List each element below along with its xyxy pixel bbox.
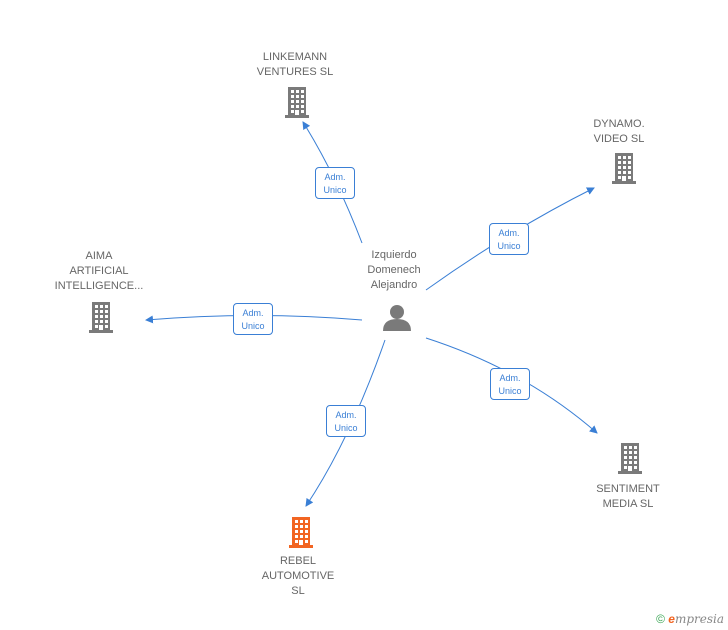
relation-label-aima[interactable]: Adm. Unico <box>233 303 273 335</box>
relation-label-line: Adm. <box>242 308 264 318</box>
relation-label-linkemann[interactable]: Adm. Unico <box>315 167 355 199</box>
company-label-dynamo[interactable]: DYNAMO. VIDEO SL <box>593 117 644 147</box>
company-label-aima[interactable]: AIMA ARTIFICIAL INTELLIGENCE... <box>55 249 144 294</box>
relation-label-line: Adm. <box>324 172 346 182</box>
company-label-aima-line: ARTIFICIAL <box>69 265 129 277</box>
relation-label-line: Adm. <box>498 228 520 238</box>
company-label-rebel-line: AUTOMOTIVE <box>261 570 335 582</box>
relation-label-line: Adm. <box>335 410 357 420</box>
building-icon-aima[interactable] <box>89 302 113 333</box>
company-label-dynamo-line: DYNAMO. <box>593 118 645 130</box>
relation-label-line: Unico <box>241 321 265 331</box>
person-icon[interactable] <box>383 305 411 331</box>
company-label-aima-line: INTELLIGENCE... <box>54 280 144 292</box>
brand-logo-text: mpresia <box>674 612 724 626</box>
building-icon-dynamo[interactable] <box>612 153 636 184</box>
relation-label-line: Unico <box>334 423 358 433</box>
building-icon-rebel[interactable] <box>289 517 313 548</box>
company-label-linkemann-line: VENTURES SL <box>256 66 334 78</box>
person-name-label-line: Izquierdo <box>371 249 417 261</box>
company-label-rebel-line: REBEL <box>279 555 317 567</box>
relation-label-line: Unico <box>323 185 347 195</box>
company-label-sentiment-line: SENTIMENT <box>596 483 660 495</box>
relation-label-dynamo[interactable]: Adm. Unico <box>489 223 529 255</box>
building-icon-linkemann[interactable] <box>285 87 309 118</box>
footer-brand: © empresia <box>656 612 724 626</box>
brand-logo-initial: e <box>668 612 675 626</box>
company-label-rebel-line: SL <box>291 585 305 597</box>
company-label-sentiment[interactable]: SENTIMENT MEDIA SL <box>596 482 660 512</box>
relation-label-line: Unico <box>498 386 522 396</box>
relation-label-sentiment[interactable]: Adm. Unico <box>490 368 530 400</box>
building-icon-sentiment[interactable] <box>618 443 642 474</box>
company-label-dynamo-line: VIDEO SL <box>593 133 645 145</box>
company-label-linkemann[interactable]: LINKEMANN VENTURES SL <box>257 50 333 80</box>
company-label-linkemann-line: LINKEMANN <box>262 51 328 63</box>
person-name-label-line: Alejandro <box>370 279 418 291</box>
copyright-symbol: © <box>656 612 665 626</box>
company-label-sentiment-line: MEDIA SL <box>602 498 654 510</box>
company-label-aima-line: AIMA <box>85 250 113 262</box>
relation-label-rebel[interactable]: Adm. Unico <box>326 405 366 437</box>
person-name-label-line: Domenech <box>367 264 421 276</box>
relation-label-line: Unico <box>497 241 521 251</box>
relation-label-line: Adm. <box>499 373 521 383</box>
company-label-rebel[interactable]: REBEL AUTOMOTIVE SL <box>262 554 335 599</box>
